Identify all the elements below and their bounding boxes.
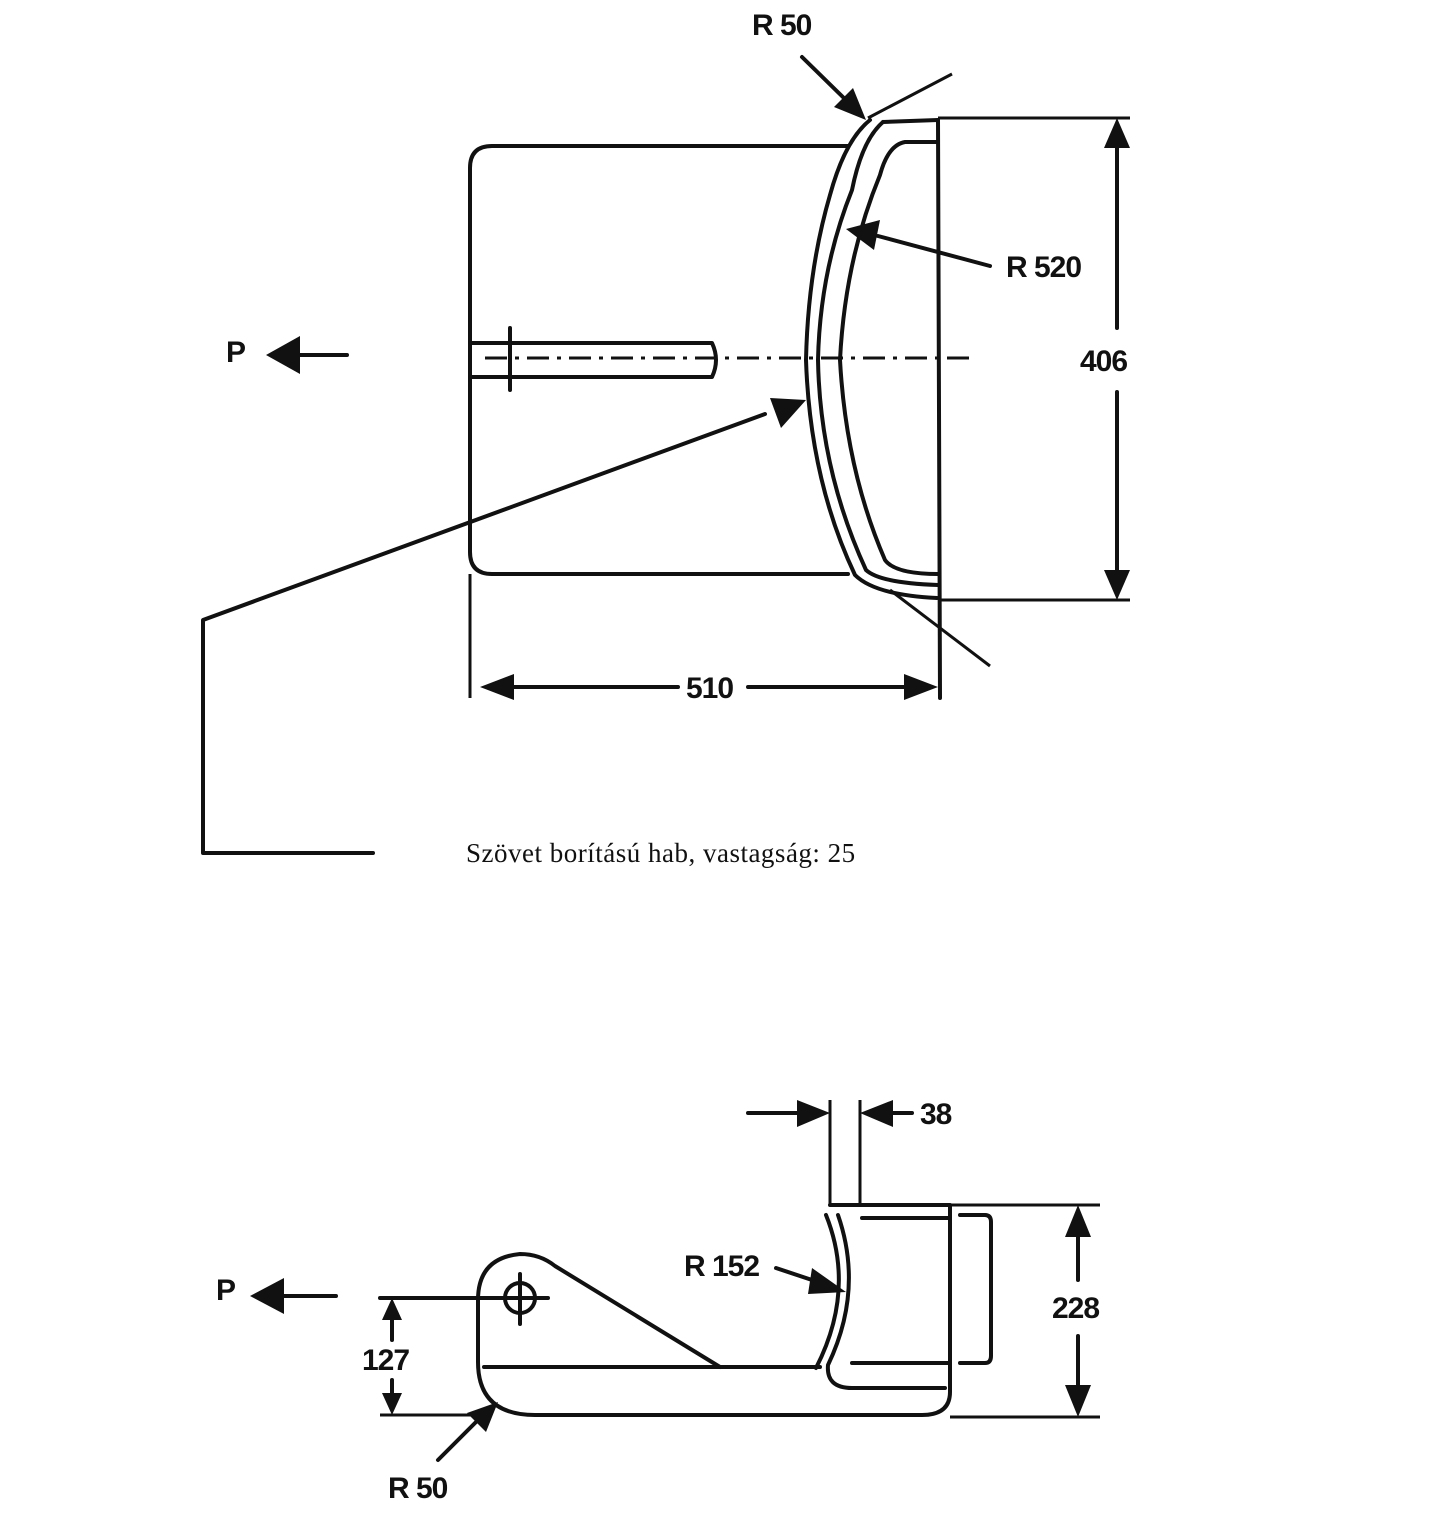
top-view-body-outline — [468, 144, 850, 576]
r520-leader — [876, 234, 992, 268]
foam-leader-arrowhead — [770, 398, 806, 428]
top-view-pad-outer — [804, 118, 939, 600]
top-view-tangent-top — [867, 72, 953, 120]
dim127-arrow-top — [382, 1298, 402, 1320]
side-view-pad-outer — [825, 1213, 947, 1390]
top-view-back-plate — [936, 118, 942, 700]
dim127-label: 127 — [362, 1344, 409, 1377]
dim406-label: 406 — [1080, 345, 1127, 378]
dim38-label: 38 — [920, 1098, 952, 1131]
foam-caption: Szövet borítású hab, vastagság: 25 — [466, 838, 856, 868]
dim510-arrow-left — [480, 674, 514, 700]
dim228-label: 228 — [1052, 1292, 1099, 1325]
dim406-arrow-bottom — [1104, 570, 1130, 600]
top-view-pad-inner — [816, 118, 940, 587]
r50-top-arrowhead — [834, 88, 866, 120]
r50-top-leader — [800, 55, 852, 106]
top-view-cushion — [838, 140, 940, 576]
side-view-force-arrowhead — [250, 1278, 284, 1314]
side-view: 38 P 127 R 152 — [216, 1098, 1100, 1505]
r152-label: R 152 — [684, 1250, 759, 1283]
top-view-tangent-bottom — [889, 588, 991, 668]
foam-leader — [201, 412, 767, 855]
r50-top-label: R 50 — [752, 9, 812, 42]
side-view-rear-cushion — [958, 1213, 993, 1365]
dim228-arrow-bottom — [1065, 1385, 1091, 1417]
r50-bottom-arrowhead — [467, 1402, 498, 1432]
dim127-arrow-bottom — [382, 1393, 402, 1415]
r50-bottom-leader — [436, 1416, 482, 1462]
top-view: P R 50 R 520 406 510 Szövet borítású hab… — [201, 9, 1130, 868]
dim510-arrow-right — [904, 674, 938, 700]
r50-bottom-label: R 50 — [388, 1472, 448, 1505]
dim510-label: 510 — [686, 672, 733, 705]
dim38-arrow-left — [797, 1100, 830, 1127]
r520-label: R 520 — [1006, 251, 1081, 284]
top-view-force-label: P — [226, 336, 245, 369]
side-view-body — [476, 1203, 952, 1417]
r152-arrowhead — [808, 1268, 846, 1294]
r520-arrowhead — [846, 220, 880, 250]
dim38-arrow-right — [860, 1100, 893, 1127]
top-view-shaft — [468, 341, 718, 379]
side-view-force-label: P — [216, 1274, 235, 1307]
dim406-arrow-top — [1104, 118, 1130, 148]
dim228-arrow-top — [1065, 1205, 1091, 1237]
top-view-force-arrowhead — [266, 336, 300, 374]
